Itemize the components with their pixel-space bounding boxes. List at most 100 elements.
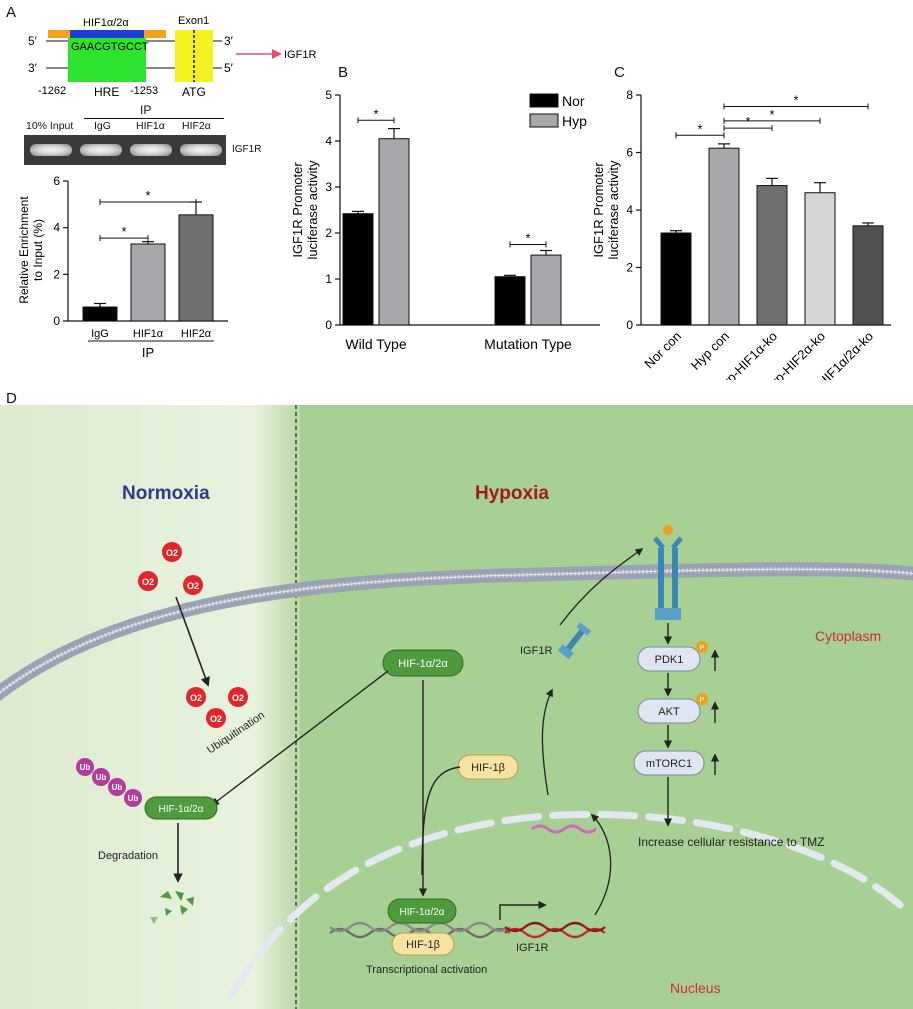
chart-a-x-tick-label: HIF1α: [133, 328, 164, 340]
ub-label: Ub: [80, 763, 91, 772]
degradation-fragments: [150, 891, 194, 924]
chart-c-significance-label: *: [769, 107, 774, 122]
chart-c-y-tick-label: 2: [626, 261, 633, 275]
hif-binding-label: HIF1α/2α: [83, 17, 129, 29]
nucleus-label: Nucleus: [670, 980, 721, 996]
promoter-schematic: HIF1α/2α Exon1 GAACGTGCCT 5′ 3′ 3′ 5′ -1…: [28, 15, 316, 99]
hif-alpha-label: HIF-1α/2α: [398, 658, 448, 670]
chart-c-significance-label: *: [793, 93, 798, 108]
pdk1-label: PDK1: [655, 654, 684, 666]
resistance-label: Increase cellular resistance to TMZ: [638, 835, 825, 849]
chart-b-y-tick-label: 2: [325, 226, 332, 240]
chart-b-y-label: IGF1R Promoterluciferase activity: [290, 160, 320, 259]
chart-a-bar: [130, 243, 166, 322]
chart-a-y-tick-label: 6: [53, 174, 60, 188]
pdk1-node: [637, 646, 701, 672]
three-prime-top: 3′: [224, 34, 234, 48]
chart-b-significance-label: *: [525, 231, 530, 246]
hif-alpha-label: HIF-1α/2α: [400, 907, 445, 918]
chart-b-x-tick-label: Mutation Type: [484, 336, 572, 352]
chart-a-y-label: Relative Enrichmentto Input (%): [17, 196, 45, 304]
chart-b-y-tick-label: 3: [325, 180, 332, 194]
chart-c-bar: [852, 225, 884, 326]
atg-label: ATG: [182, 85, 206, 99]
transcriptional-activation-label: Transcriptional activation: [366, 964, 487, 976]
position-left: -1262: [38, 85, 66, 97]
chart-a-x-tick-label: HIF2α: [181, 328, 212, 340]
chart-b-bar: [530, 254, 562, 326]
hif-beta-label: HIF-1β: [471, 762, 505, 774]
o2-label: O2: [190, 693, 202, 703]
chart-c-y-tick-label: 0: [626, 318, 633, 332]
dna-strand: [329, 927, 511, 939]
chart-a-y-tick-label: 0: [53, 314, 60, 328]
chart-a-bar: [178, 214, 214, 322]
five-prime-top: 5′: [28, 34, 38, 48]
chart-b-bar: [342, 213, 374, 326]
ub-label: Ub: [112, 783, 123, 792]
chart-c-y-tick-label: 8: [626, 88, 633, 102]
mrna-icon: [531, 824, 597, 834]
gel-lane-input: 10% Input: [26, 120, 74, 132]
chart-b-y-tick-label: 5: [325, 88, 332, 102]
gel-lane-igg: IgG: [94, 120, 111, 132]
phospho-label: P: [700, 645, 705, 652]
position-right: -1253: [130, 85, 158, 97]
o2-label: O2: [232, 693, 244, 703]
gel-gene-label: IGF1R: [232, 144, 262, 155]
membrane-receptor-icon: [653, 525, 683, 620]
arrow-right-icon: [272, 49, 282, 59]
igf1r-receptor-icon: [557, 622, 592, 660]
nuclear-envelope: [228, 810, 904, 999]
chart-b-y-tick-label: 0: [325, 318, 332, 332]
chart-c-significance-label: *: [697, 121, 702, 136]
hif-beta-nucleus: [391, 932, 455, 956]
mtorc1-node: [633, 750, 705, 776]
panel-label-d: D: [6, 390, 17, 407]
hre-label: HRE: [94, 85, 119, 99]
o2-label: O2: [187, 581, 199, 591]
gel-band: [180, 144, 222, 156]
chart-b-significance-label: *: [373, 106, 378, 121]
hre-box: [68, 38, 146, 82]
igf1r-gene: [504, 927, 606, 939]
o2-label: O2: [142, 577, 154, 587]
five-prime-bottom: 5′: [224, 61, 234, 75]
oxygen-molecules: O2 O2 O2 O2 O2 O2: [138, 542, 248, 728]
three-prime-bottom: 3′: [28, 61, 38, 75]
hif-beta-label: HIF-1β: [406, 939, 440, 951]
gel-band: [130, 144, 172, 156]
panel-label-b: B: [338, 64, 349, 81]
cytoplasm-label: Cytoplasm: [815, 628, 881, 644]
chart-b-legend-swatch: [529, 113, 559, 128]
hif-alpha-nucleus: [387, 898, 457, 924]
chart-c-bar: [660, 232, 692, 326]
chart-a-significance-label: *: [121, 224, 126, 239]
ub-label: Ub: [96, 773, 107, 782]
chart-a-x-label: IP: [142, 345, 154, 360]
gel-ip-label: IP: [140, 103, 152, 117]
igf1r-protein-label: IGF1R: [520, 645, 552, 657]
chart-a-bar: [82, 306, 118, 322]
degradation-label: Degradation: [98, 850, 158, 862]
akt-label: AKT: [658, 706, 680, 718]
gel-band: [80, 144, 122, 156]
chart-a-y-tick-label: 2: [53, 267, 60, 281]
panel-label-c: C: [614, 64, 625, 81]
o2-label: O2: [210, 714, 222, 724]
hif-alpha-cytoplasm: [382, 649, 464, 677]
ub-label: Ub: [128, 794, 139, 803]
phospho-label: P: [700, 697, 705, 704]
ubiquitin-chain: Ub Ub Ub Ub: [76, 758, 142, 807]
chart-b-legend-label: Hyp: [562, 113, 587, 129]
gel-band: [30, 144, 72, 156]
chart-b-legend-swatch: [529, 93, 559, 108]
chart-c-y-label: IGF1R Promoterluciferase activity: [591, 160, 621, 259]
chart-c-bar: [756, 185, 788, 326]
target-gene-label: IGF1R: [284, 49, 316, 61]
chart-a-significance-label: *: [145, 188, 150, 203]
chart-c-x-tick-label: Nor con: [641, 329, 684, 372]
hre-sequence: GAACGTGCCT: [71, 41, 149, 53]
